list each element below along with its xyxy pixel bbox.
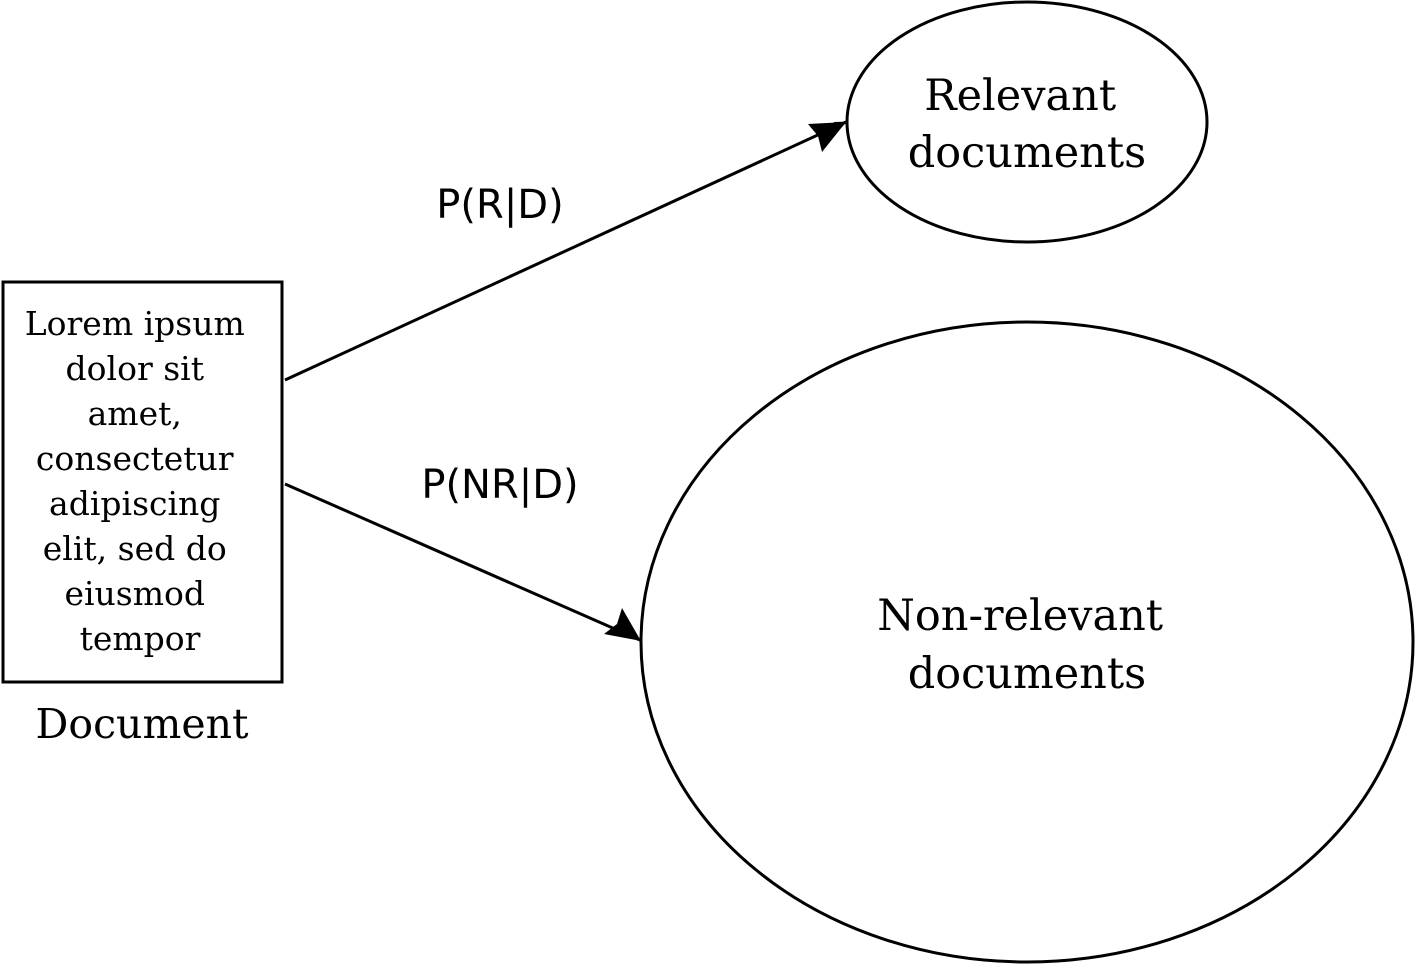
document-text-line: consectetur xyxy=(36,439,234,478)
edge-to-relevant-arrowhead xyxy=(808,122,846,152)
relevant-documents-label-line: documents xyxy=(908,128,1146,178)
edge-to-non-relevant-arrow xyxy=(284,482,641,642)
non-relevant-documents-label-line: documents xyxy=(908,649,1146,699)
non-relevant-documents-label-line: Non-relevant xyxy=(877,591,1163,641)
document-text-line: dolor sit xyxy=(66,349,204,388)
document-caption: Document xyxy=(36,700,249,748)
edge-to-relevant-arrow xyxy=(284,120,847,382)
edge-to-non-relevant-arrowhead xyxy=(604,608,641,641)
relevant-documents-node xyxy=(845,0,1209,244)
relevant-documents-label: Relevant documents xyxy=(908,71,1146,178)
document-text: Lorem ipsum dolor sit amet, consectetur … xyxy=(25,304,256,658)
edge-to-non-relevant-label: P(NR|D) xyxy=(421,462,578,508)
document-text-line: eiusmod xyxy=(64,574,205,613)
document-text-line: tempor xyxy=(80,619,201,658)
non-relevant-documents-label: Non-relevant documents xyxy=(877,591,1177,699)
non-relevant-documents-node xyxy=(639,320,1415,964)
document-text-line: amet, xyxy=(88,394,182,433)
relevant-documents-label-line: Relevant xyxy=(924,71,1116,121)
document-text-line: elit, sed do xyxy=(43,529,227,568)
edge-to-relevant-label: P(R|D) xyxy=(436,182,563,228)
document-text-line: Lorem ipsum xyxy=(25,304,245,343)
document-box xyxy=(1,280,284,684)
document-text-line: adipiscing xyxy=(49,484,220,523)
